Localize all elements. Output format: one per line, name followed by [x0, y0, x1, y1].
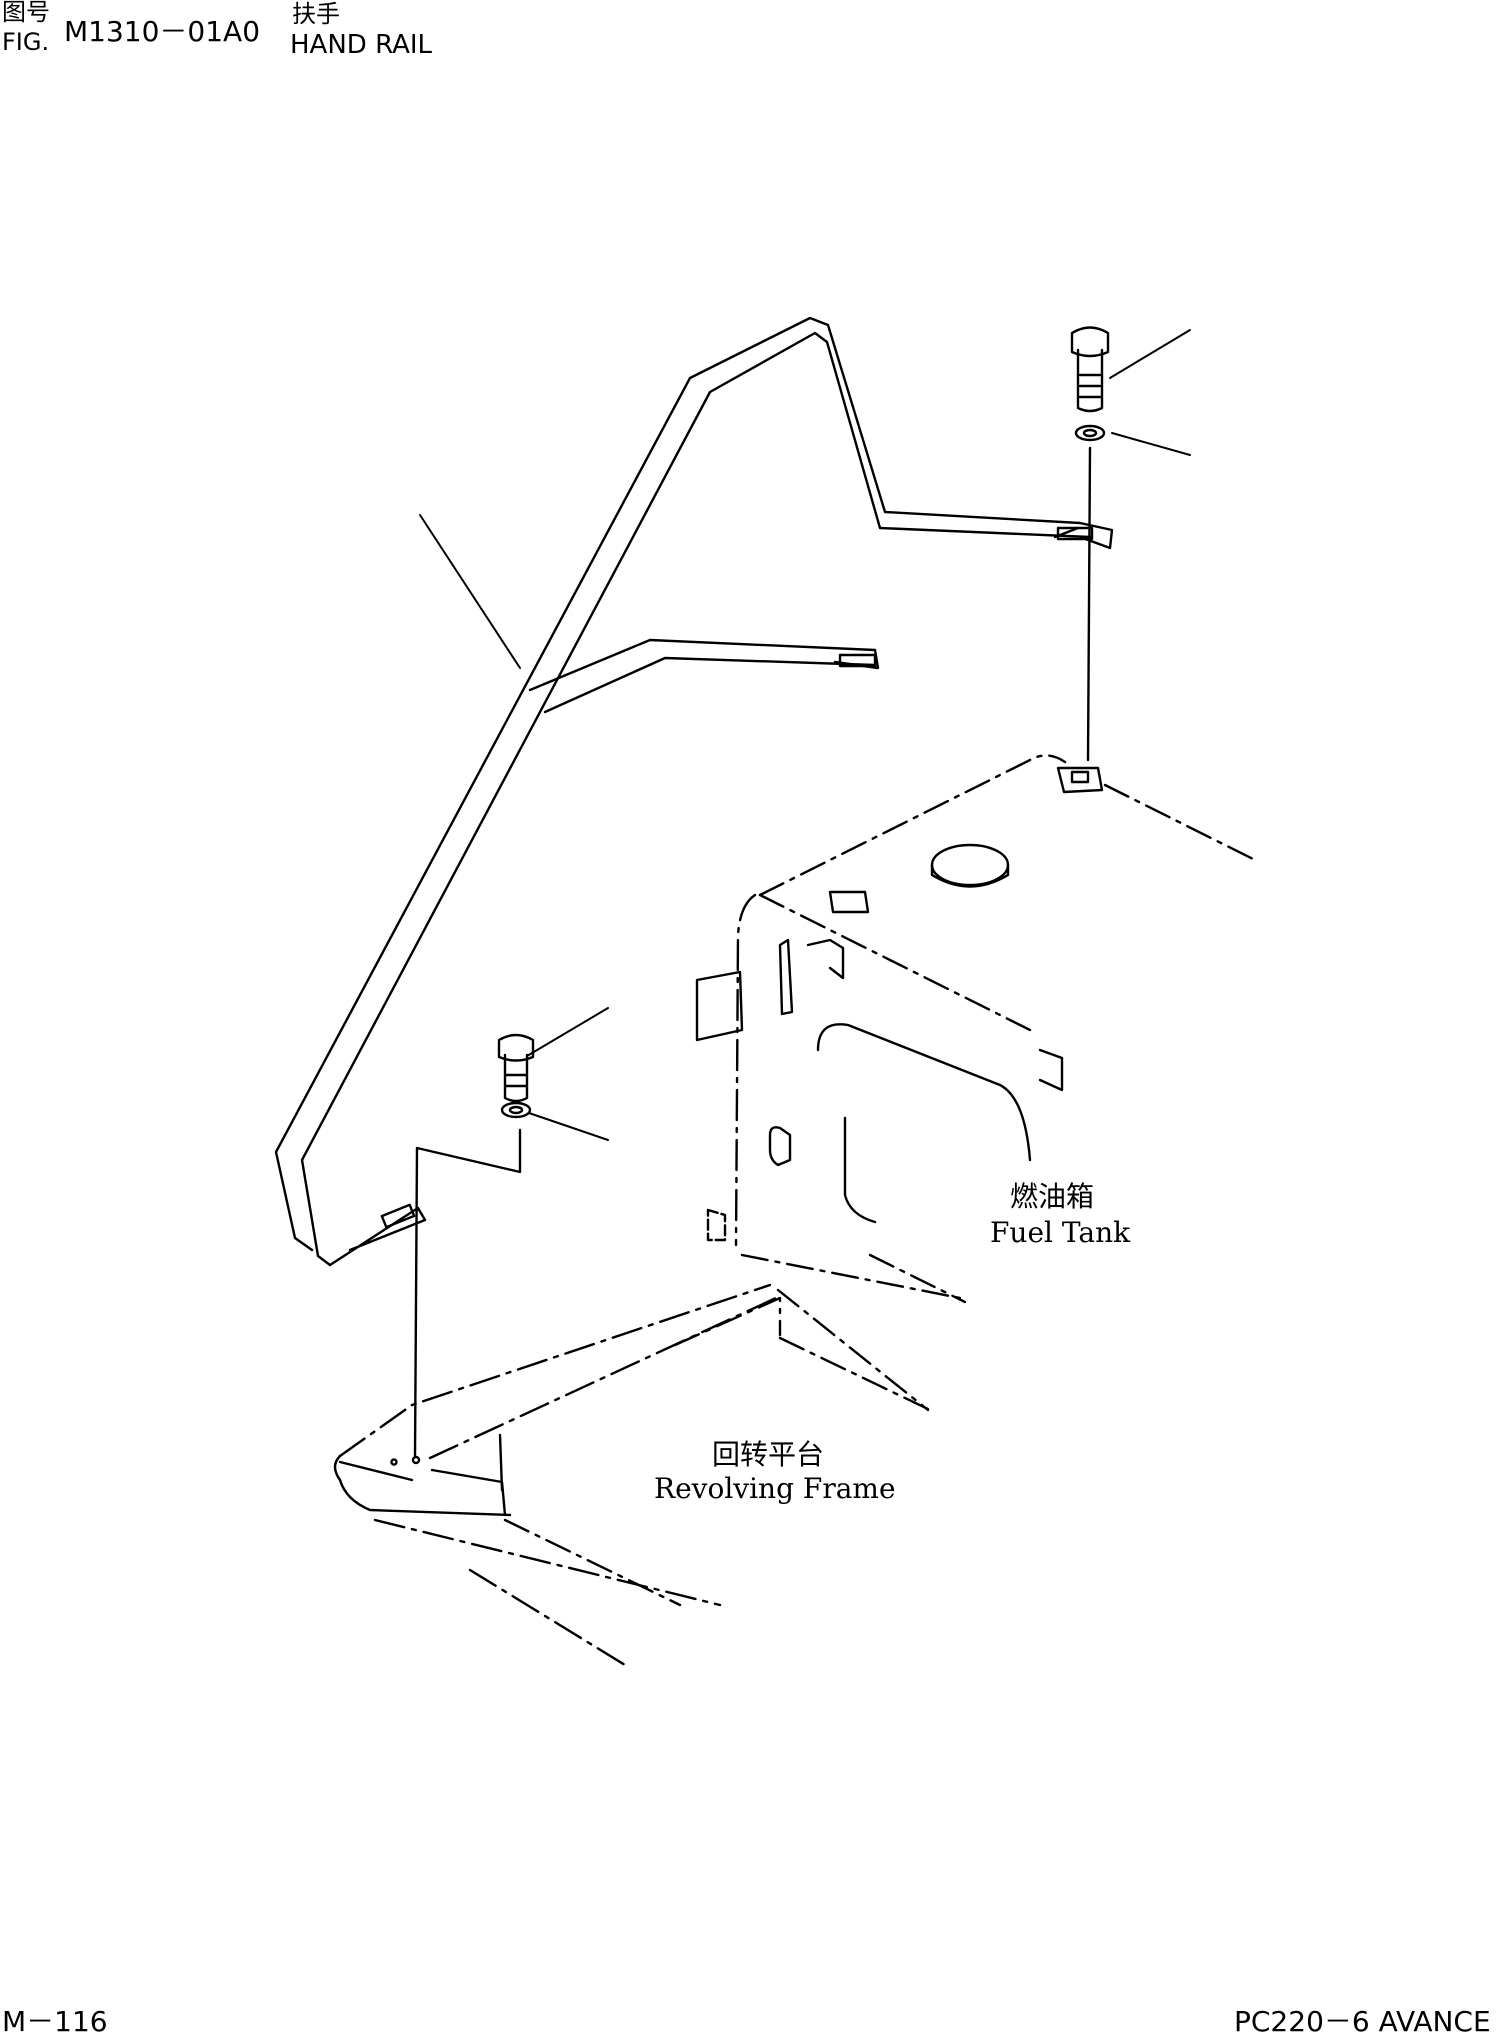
- title-cn: 扶手: [292, 0, 340, 28]
- revolving-frame-label-cn: 回转平台: [712, 1438, 825, 1471]
- fig-label-en: FIG.: [2, 28, 50, 56]
- fuel-tank: [695, 754, 1257, 1304]
- fig-label-cn: 图号: [2, 0, 50, 26]
- hand-rail-tube: [274, 316, 1114, 1267]
- revolving-frame-label-en: Revolving Frame: [654, 1472, 896, 1505]
- title-en: HAND RAIL: [290, 30, 433, 60]
- model-name: PC220－6 AVANCE: [1234, 2005, 1491, 2038]
- page-number: M－116: [2, 2005, 108, 2038]
- leader-lines: [419, 329, 1191, 1141]
- lower-bolt: [413, 1033, 535, 1458]
- upper-bolt: [1070, 326, 1110, 762]
- fuel-tank-label-cn: 燃油箱: [1010, 1180, 1095, 1213]
- revolving-frame: [333, 1283, 932, 1667]
- fuel-tank-label-en: Fuel Tank: [990, 1216, 1131, 1249]
- fig-number: M1310－01A0: [64, 15, 261, 48]
